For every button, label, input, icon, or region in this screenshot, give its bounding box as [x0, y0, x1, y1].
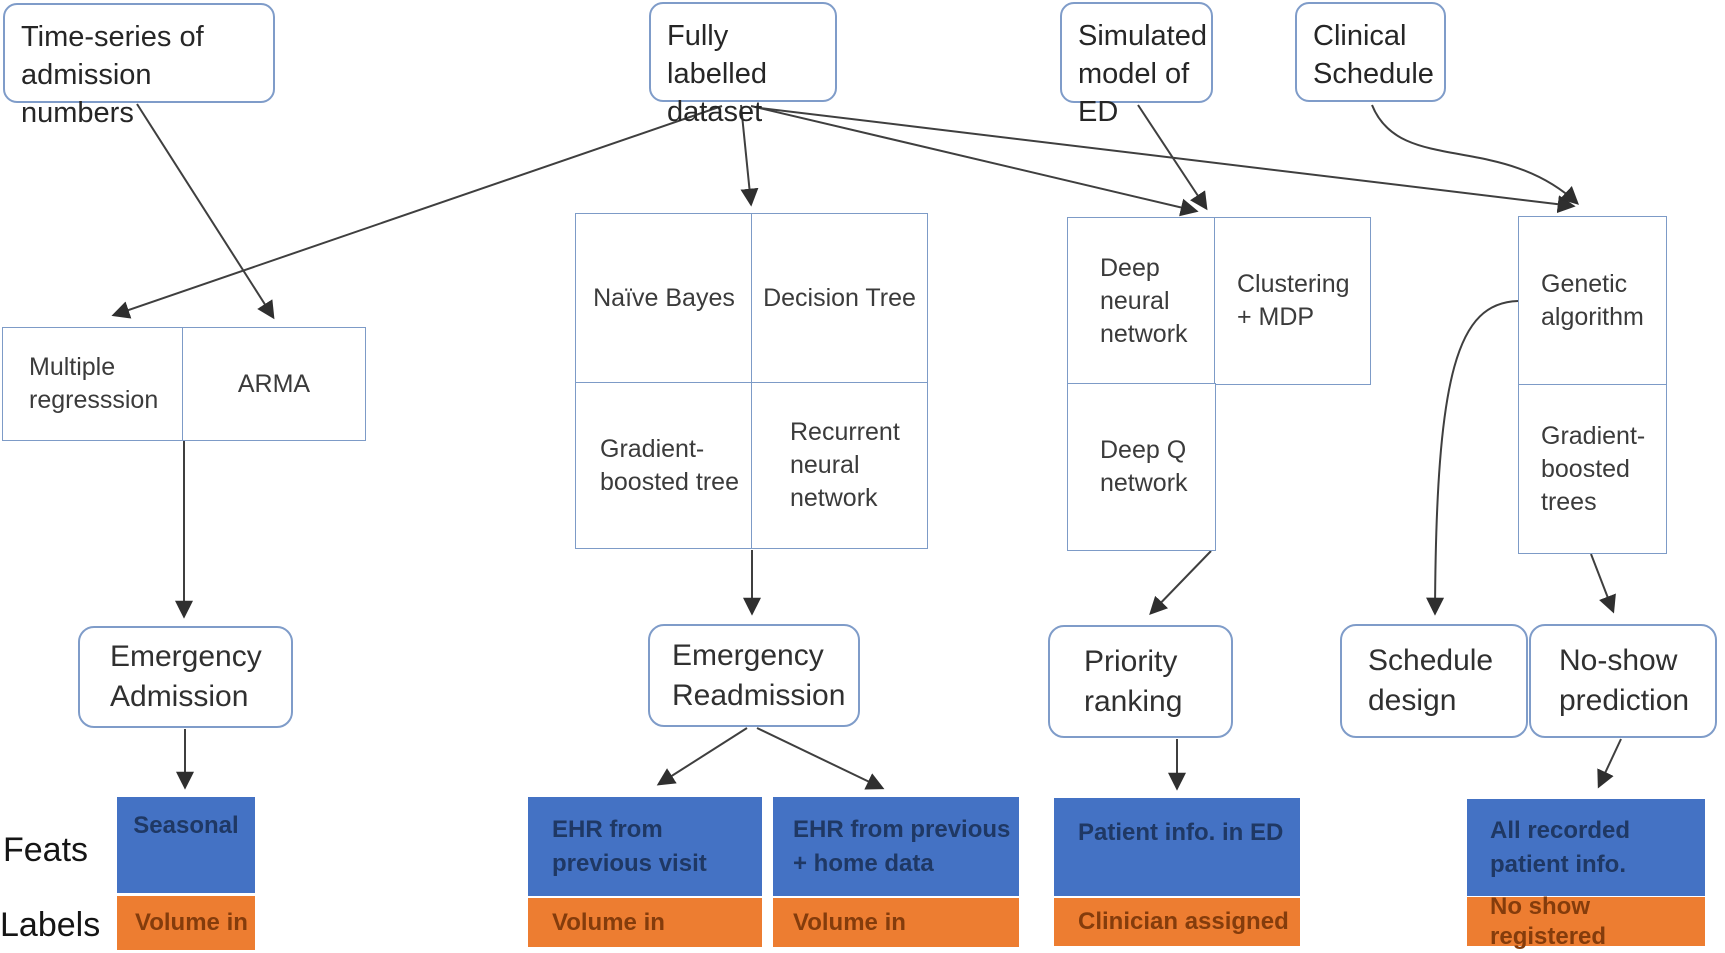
feats-ehr-previous-visit: EHR from previous visit — [528, 797, 762, 896]
method-decision-tree: Decision Tree — [751, 213, 928, 384]
source-simulated-model-ed: Simulated model of ED — [1060, 2, 1213, 128]
method-recurrent-neural-network: Recurrent neural network — [751, 382, 928, 549]
connector-readmission-to-ehr-previous-visit — [656, 727, 748, 786]
row-header-labels: Labels — [0, 906, 101, 944]
method-multiple-regression: Multiple regresssion — [2, 327, 183, 441]
labels-volume-in-1: Volume in — [117, 896, 255, 950]
feats-seasonal: Seasonal — [117, 797, 255, 893]
method-deep-neural-network: Deep neural network — [1067, 217, 1216, 385]
connector-timeseries-to-arma — [136, 103, 275, 320]
connector-deep-q-to-priority-ranking — [1149, 550, 1212, 615]
labels-clinician-assigned: Clinician assigned — [1054, 898, 1300, 946]
method-clustering-mdp: Clustering + MDP — [1214, 217, 1371, 385]
task-priority-ranking: Priority ranking — [1048, 625, 1233, 738]
source-fully-labelled-dataset: Fully labelled dataset — [649, 2, 837, 128]
row-header-feats: Feats — [3, 831, 89, 869]
labels-volume-in-3: Volume in — [773, 898, 1019, 947]
task-no-show-prediction: No-show prediction — [1529, 624, 1717, 738]
connector-dataset-to-multiple-regression — [111, 105, 723, 319]
connector-dataset-to-genetic-algorithm — [759, 107, 1576, 214]
method-deep-q-network: Deep Q network — [1067, 383, 1216, 551]
task-emergency-readmission: Emergency Readmission — [648, 624, 860, 727]
method-genetic-algorithm: Genetic algorithm — [1518, 216, 1667, 386]
connector-no-show-to-all-recorded — [1597, 738, 1622, 789]
labels-no-show-registered: No show registered — [1467, 893, 1705, 950]
task-schedule-design: Schedule design — [1340, 624, 1528, 738]
connector-dataset-to-dnn-grid — [750, 105, 1199, 217]
feats-patient-info-ed: Patient info. in ED — [1054, 798, 1300, 896]
feats-all-recorded-patient-info: All recorded patient info. — [1467, 799, 1705, 896]
source-clinical-schedule: Clinical Schedule — [1295, 2, 1446, 102]
connector-simulated-to-dnn-grid — [1137, 104, 1208, 211]
connector-readmission-to-ehr-home-data — [756, 727, 885, 790]
feats-ehr-home-data: EHR from previous + home data — [773, 797, 1019, 896]
connector-genetic-to-schedule-design — [1426, 300, 1519, 616]
connector-gbt-to-no-show — [1590, 553, 1616, 614]
connector-dataset-to-naive-bayes-grid — [740, 104, 759, 207]
method-arma: ARMA — [182, 327, 366, 441]
task-emergency-admission: Emergency Admission — [78, 626, 293, 728]
method-naive-bayes: Naïve Bayes — [575, 213, 753, 384]
source-time-series: Time-series of admission numbers — [3, 3, 275, 129]
labels-volume-in-2: Volume in — [528, 898, 762, 947]
connector-clinical-to-genetic-algorithm — [1371, 104, 1579, 205]
method-gradient-boosted-trees: Gradient- boosted trees — [1518, 384, 1667, 554]
method-gradient-boosted-tree: Gradient- boosted tree — [575, 382, 753, 549]
